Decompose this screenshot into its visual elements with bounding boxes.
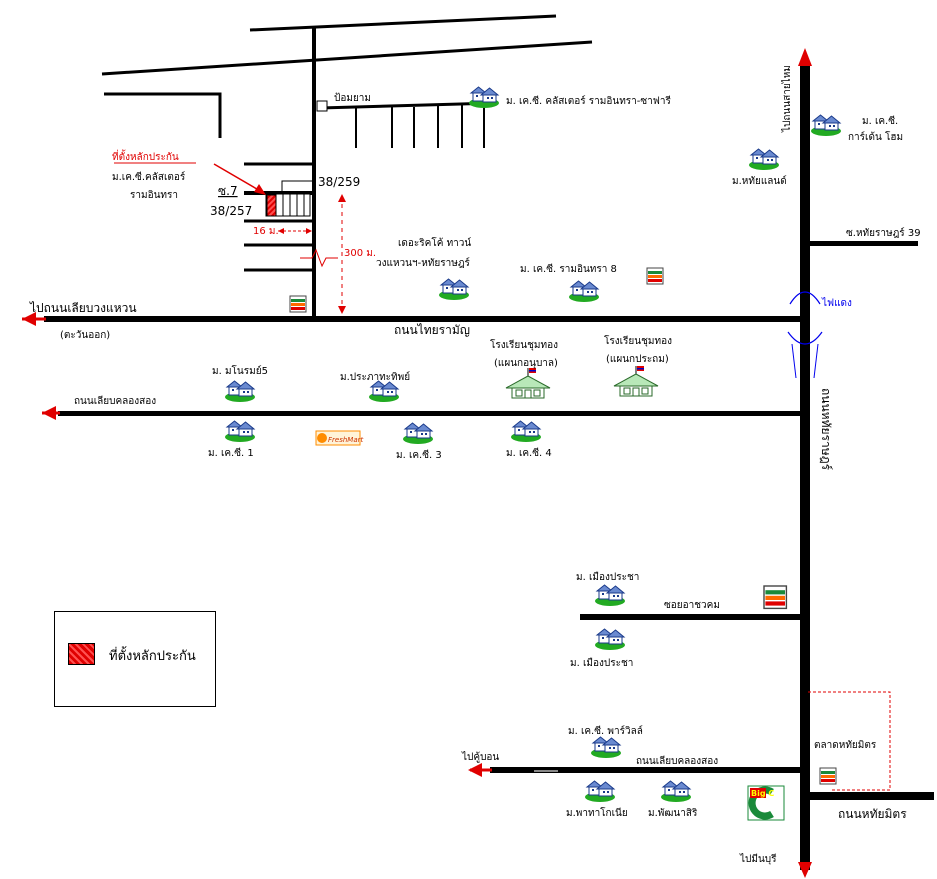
label-hathairat-road: ถนนหทัยราษฎร์ <box>819 388 833 471</box>
khlong-song-road-lower <box>490 767 804 773</box>
freshmart-logo: FreshMart <box>315 430 364 446</box>
traffic-light-marker <box>787 291 823 379</box>
khlong-song-road-upper <box>58 411 806 416</box>
label-soi-arch-khom: ซอยอาชวคม <box>664 600 720 611</box>
house-icon <box>368 380 400 403</box>
label-kc-park-ville: ม. เค.ซี. พาร์วิลล์ <box>568 725 643 737</box>
house-icon <box>594 628 626 651</box>
label-kc-garden-home-1: ม. เค.ซี. <box>862 115 898 127</box>
legend: ที่ตั้งหลักประกัน <box>54 611 216 707</box>
house-icon <box>224 420 256 443</box>
legend-swatch <box>68 643 95 665</box>
label-chumthong-p-1: โรงเรียนชุมทอง <box>604 334 672 347</box>
label-kc-ram-8: ม. เค.ซี. รามอินทรา 8 <box>520 263 617 275</box>
label-east-side: (ตะวันออก) <box>60 330 110 341</box>
thai-raman-road <box>44 316 806 322</box>
label-chumthong-k-1: โรงเรียนชุมทอง <box>490 338 558 351</box>
roads <box>44 62 934 870</box>
label-manorom-5: ม. มโนรมย์5 <box>212 364 268 377</box>
label-guard-post: ป้อมยาม <box>334 92 371 104</box>
house-icon <box>402 422 434 445</box>
seven-eleven-icon <box>289 295 307 313</box>
house-icon <box>748 148 780 171</box>
label-kc-4: ม. เค.ซี. 4 <box>506 447 552 459</box>
label-chumthong-p-2: (แผนกประถม) <box>606 354 669 365</box>
label-kc-cluster-left-2: รามอินทรา <box>130 190 178 201</box>
label-collateral-site: ที่ตั้งหลักประกัน <box>112 149 179 163</box>
seven-eleven-icon <box>646 267 664 285</box>
hathairat-soi-39 <box>806 241 918 246</box>
seven-eleven-icon <box>763 585 788 610</box>
house-icon <box>810 114 842 137</box>
market-boundary <box>808 691 891 791</box>
big-c-logo: Big C <box>747 785 785 821</box>
label-dist-16: 16 ม. <box>253 226 279 237</box>
seven-eleven-icon <box>819 767 837 785</box>
label-pattana-siri: ม.พัฒนาสิริ <box>648 808 698 819</box>
label-pattaya-kania: ม.พาทาโกเนีย <box>566 806 628 819</box>
label-muang-pracha-bottom: ม. เมืองประชา <box>570 657 633 669</box>
label-khlong-song-left: ถนนเลียบคลองสอง <box>74 395 156 407</box>
label-kc-3: ม. เค.ซี. 3 <box>396 449 442 461</box>
label-thai-raman-road: ถนนไทยรามัญ <box>394 323 470 337</box>
label-to-outer-ring: ไปถนนเลียบวงแหวน <box>29 301 137 315</box>
seven-eleven-icons <box>289 267 837 785</box>
label-kc-1: ม. เค.ซี. 1 <box>208 447 254 459</box>
label-kc-cluster-left-1: ม.เค.ซี.คลัสเตอร์ <box>112 171 186 183</box>
svg-text:FreshMart: FreshMart <box>328 436 364 444</box>
house-icon <box>510 420 542 443</box>
label-addr-38-259: 38/259 <box>318 175 360 189</box>
collateral-plot <box>266 194 277 217</box>
house-icon <box>584 780 616 803</box>
label-muang-pracha-top: ม. เมืองประชา <box>576 571 639 583</box>
label-dist-300: 300 ม. <box>344 248 376 259</box>
house-icon <box>594 584 626 607</box>
label-prapha-thip: ม.ประภาทะทิพย์ <box>340 371 410 383</box>
house-icon <box>568 280 600 303</box>
label-hathai-mit-road: ถนนหทัยมิตร <box>838 807 907 821</box>
soi-arch-khom <box>580 614 802 620</box>
label-hathai-mit-market: ตลาดหทัยมิตร <box>814 740 877 751</box>
house-icon <box>660 780 692 803</box>
label-kc-cluster-safari: ม. เค.ซี. คลัสเตอร์ รามอินทรา-ซาฟารี <box>506 95 671 107</box>
hathai-mit-road <box>806 792 934 800</box>
label-traffic-light: ไฟแดง <box>821 297 852 309</box>
label-ricco-town-2: วงแหวนฯ-หทัยราษฎร์ <box>376 257 471 269</box>
svg-text:Big C: Big C <box>751 789 774 798</box>
upper-left-sois <box>101 14 593 318</box>
map-labels: ไปถนนเลียบวงแหวน (ตะวันออก) ถนนไทยรามัญ … <box>29 65 921 865</box>
label-ricco-town-1: เดอะริคโค้ ทาวน์ <box>398 236 471 249</box>
label-soi-7: ซ.7 <box>218 184 238 198</box>
school-icon <box>613 365 659 397</box>
label-hathairat-39: ซ.หทัยราษฎร์ 39 <box>846 227 921 239</box>
label-to-min-buri: ไปมีนบุรี <box>739 853 777 865</box>
house-icon <box>468 86 500 109</box>
label-hathai-land: ม.หทัยแลนด์ <box>732 175 787 187</box>
house-icon <box>590 736 622 759</box>
house-icon <box>438 278 470 301</box>
label-chumthong-k-2: (แผนกอนุบาล) <box>494 358 558 369</box>
school-icon <box>505 367 551 399</box>
label-khlong-song-bottom: ถนนเลียบคลองสอง <box>636 755 718 767</box>
legend-label: ที่ตั้งหลักประกัน <box>109 649 196 664</box>
label-to-khu-bon: ไปคู้บอน <box>461 751 499 763</box>
label-to-sai-mai: ไปถนนสายไหม <box>781 65 793 133</box>
label-kc-garden-home-2: การ์เด้น โฮม <box>848 130 903 143</box>
label-addr-38-257: 38/257 <box>210 204 252 218</box>
road-arrows <box>22 48 812 878</box>
hathairat-road <box>800 62 810 870</box>
house-icon <box>224 380 256 403</box>
